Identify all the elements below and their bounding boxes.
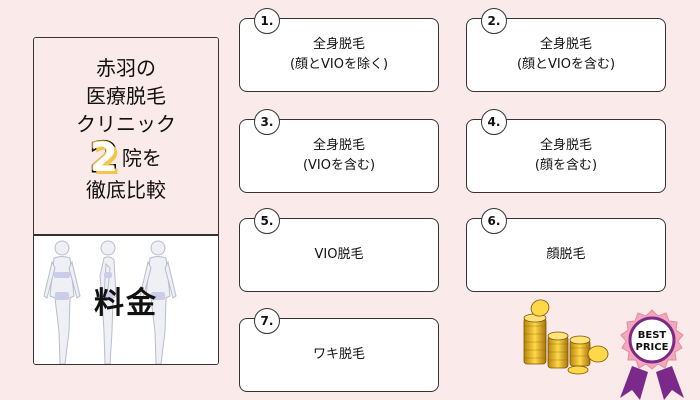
title-line-5: 徹底比較 [86,178,166,202]
title-heading-area: 赤羽の 医療脱毛 クリニック 2 院を 徹底比較 [34,38,218,234]
card-label: VIO脱毛 [314,247,364,262]
best-label: BEST [638,330,667,341]
gold-coins-icon [523,299,609,375]
card-number-badge: 3. [254,109,280,135]
card-number-badge: 1. [254,8,280,34]
card-label: 全身脱毛 [539,37,592,52]
card-number-badge: 5. [254,208,280,234]
card-label: 顔脱毛 [546,247,586,262]
card-sublabel: (顔を含む) [534,158,598,173]
title-divider [34,234,218,236]
card-full-body-excl-face-vio[interactable]: 1. 全身脱毛 (顔とVIOを除く) [239,8,439,92]
card-vio-removal[interactable]: 5. VIO脱毛 [239,208,439,292]
title-line-3: クリニック [76,112,176,136]
card-full-body-incl-face[interactable]: 4. 全身脱毛 (顔を含む) [466,109,666,193]
card-underarm-removal[interactable]: 7. ワキ脱毛 [239,308,439,392]
title-card: 赤羽の 医療脱毛 クリニック 2 院を 徹底比較 [33,37,219,365]
title-line-4-suffix: 院を [121,146,162,170]
clinic-count-number: 2 [89,135,120,181]
card-label: ワキ脱毛 [312,347,365,362]
fees-label: 料金 [94,286,158,321]
card-number-badge: 2. [481,8,507,34]
card-sublabel: (顔とVIOを含む) [516,57,616,72]
card-sublabel: (顔とVIOを除く) [289,57,389,72]
card-number-badge: 6. [481,208,507,234]
title-line-2: 医療脱毛 [86,84,166,108]
card-full-body-incl-face-vio[interactable]: 2. 全身脱毛 (顔とVIOを含む) [466,8,666,92]
card-label: 全身脱毛 [312,37,365,52]
card-full-body-incl-vio[interactable]: 3. 全身脱毛 (VIOを含む) [239,109,439,193]
price-label: PRICE [636,342,669,353]
title-line-4: 2 院を [34,135,218,181]
card-face-removal[interactable]: 6. 顔脱毛 [466,208,666,292]
title-line-1: 赤羽の [96,56,156,80]
fees-image-area: 料金 [34,236,218,364]
card-number-badge: 4. [481,109,507,135]
card-label: 全身脱毛 [539,138,592,153]
best-price-rosette-icon: BEST PRICE [620,309,684,400]
card-sublabel: (VIOを含む) [302,158,376,173]
card-label: 全身脱毛 [312,138,365,153]
card-number-badge: 7. [254,308,280,334]
body-silhouette-icon [43,240,177,364]
